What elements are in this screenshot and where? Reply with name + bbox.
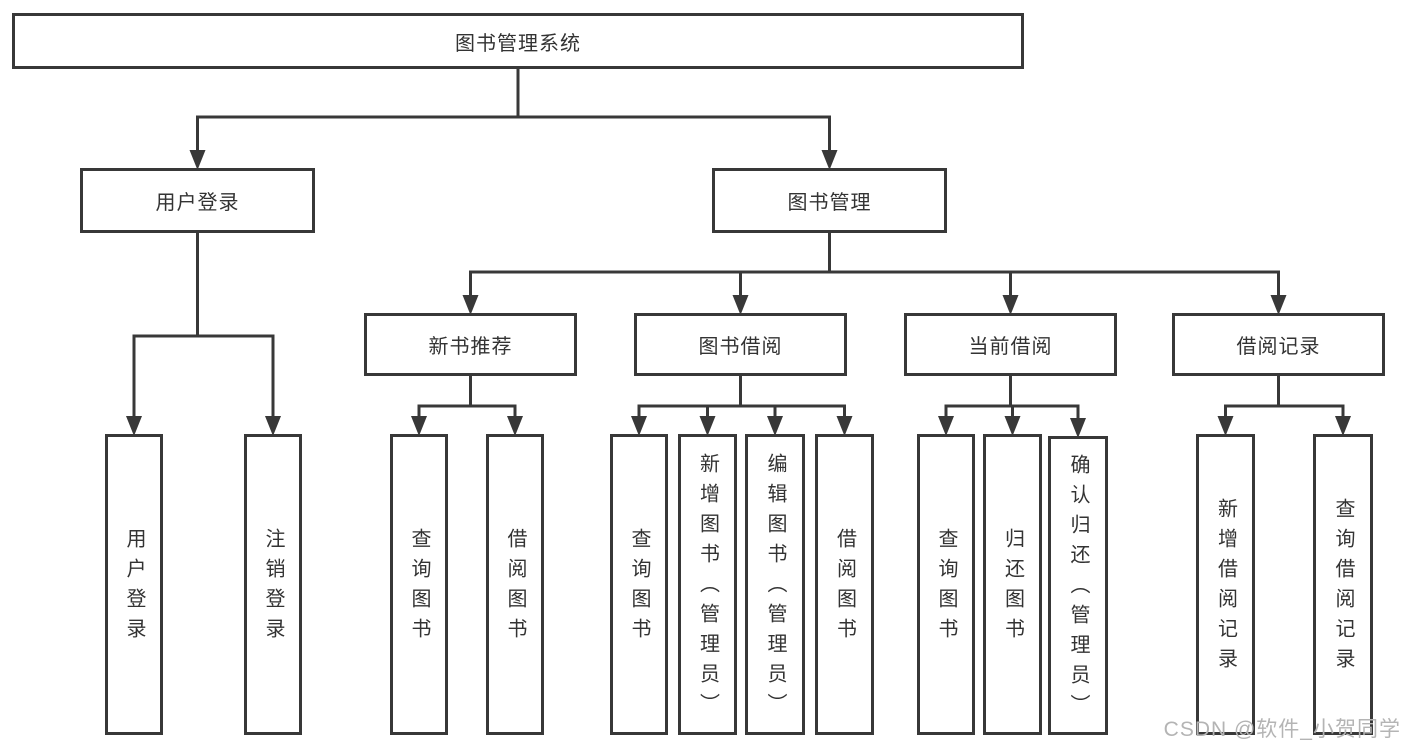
node-user-login-group: 用户登录 <box>80 168 315 233</box>
node-root: 图书管理系统 <box>12 13 1024 69</box>
node-book-mgmt: 图书管理 <box>712 168 947 233</box>
node-book-borrow: 图书借阅 <box>634 313 847 376</box>
node-new-book-rec: 新书推荐 <box>364 313 577 376</box>
node-borrow-books-2: 借阅图书 <box>815 434 874 735</box>
node-add-book: 新增图书（管理员） <box>678 434 737 735</box>
node-edit-book: 编辑图书（管理员） <box>745 434 805 735</box>
node-query-books-3: 查询图书 <box>917 434 975 735</box>
watermark: CSDN @软件_小贺同学 <box>1163 718 1401 741</box>
node-return-book: 归还图书 <box>983 434 1042 735</box>
node-query-borrow-record: 查询借阅记录 <box>1313 434 1373 735</box>
node-borrow-records: 借阅记录 <box>1172 313 1385 376</box>
node-query-books-2: 查询图书 <box>610 434 668 735</box>
node-add-borrow-record: 新增借阅记录 <box>1196 434 1255 735</box>
node-user-login: 用户登录 <box>105 434 163 735</box>
node-query-books-1: 查询图书 <box>390 434 448 735</box>
node-borrow-books-1: 借阅图书 <box>486 434 544 735</box>
node-confirm-return: 确认归还（管理员） <box>1048 436 1108 735</box>
node-logout: 注销登录 <box>244 434 302 735</box>
node-current-borrow: 当前借阅 <box>904 313 1117 376</box>
